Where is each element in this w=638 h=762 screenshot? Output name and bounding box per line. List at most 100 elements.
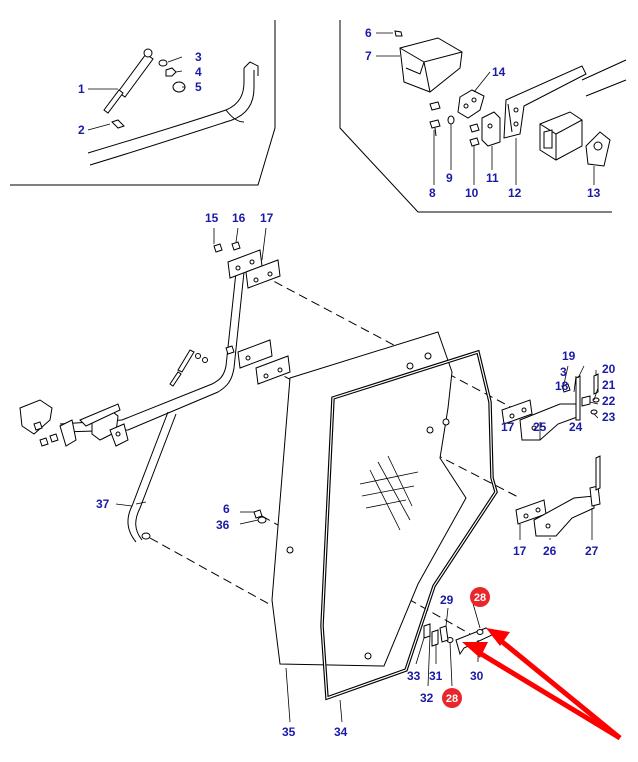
callout-9: 9 bbox=[446, 171, 453, 185]
washer-36 bbox=[257, 516, 267, 524]
plate-14 bbox=[457, 89, 485, 119]
detail-frame-gas-strut: 1 2 3 4 5 bbox=[10, 20, 276, 186]
hinge-17-right-upper bbox=[501, 399, 533, 425]
pin-24 bbox=[575, 375, 581, 421]
washer-3 bbox=[158, 59, 168, 67]
glass-hole-lower-1 bbox=[426, 426, 434, 434]
frame-tube-37 bbox=[59, 271, 245, 543]
callout-15: 15 bbox=[205, 211, 219, 225]
screw-29 bbox=[439, 625, 449, 643]
callout-22: 22 bbox=[602, 394, 616, 408]
callout-21: 21 bbox=[602, 378, 616, 392]
callout-29: 29 bbox=[440, 593, 454, 607]
arrow-to-28-lower-shaft bbox=[476, 649, 622, 741]
callout-24: 24 bbox=[569, 420, 583, 434]
hinge-block-27 bbox=[589, 485, 601, 507]
washer-9 bbox=[447, 115, 455, 125]
washer-28-upper bbox=[476, 629, 484, 635]
pin-27 bbox=[595, 455, 601, 491]
callout-27: 27 bbox=[585, 544, 599, 558]
arrow-to-28-upper-head bbox=[486, 628, 510, 646]
callout-2: 2 bbox=[78, 123, 85, 137]
washer-16 bbox=[231, 241, 241, 251]
cab-pillar-bracket bbox=[243, 61, 259, 76]
latch-cluster-left bbox=[19, 399, 129, 447]
nut-4 bbox=[165, 67, 177, 77]
glass-hole-upper-1 bbox=[406, 362, 414, 370]
hinge-leaf-middle-b bbox=[255, 355, 291, 385]
glass-hole-upper-2 bbox=[424, 352, 432, 360]
detail-frame-border-left bbox=[10, 20, 276, 186]
arrow-to-28-lower-head bbox=[462, 642, 488, 658]
washer-21 bbox=[592, 397, 600, 403]
hinge-plate-25 bbox=[519, 403, 581, 441]
callout-19: 19 bbox=[562, 349, 576, 363]
callout-37: 37 bbox=[96, 497, 110, 511]
callout-14: 14 bbox=[492, 65, 506, 79]
highlight-marker-28-lower: 28 bbox=[442, 688, 462, 708]
callout-5: 5 bbox=[195, 80, 202, 94]
latch-housing bbox=[539, 59, 627, 161]
callout-16: 16 bbox=[232, 211, 246, 225]
callout-10: 10 bbox=[465, 186, 479, 200]
callout-36: 36 bbox=[216, 518, 230, 532]
callout-17-upper: 17 bbox=[260, 211, 274, 225]
callout-30: 30 bbox=[470, 669, 484, 683]
callout-13: 13 bbox=[587, 186, 601, 200]
callout-23: 23 bbox=[602, 410, 616, 424]
tube-end-bushing bbox=[141, 532, 151, 540]
screw-middle bbox=[225, 345, 235, 355]
screw-15 bbox=[213, 243, 223, 253]
door-seal-34 bbox=[320, 349, 498, 701]
callout-6-main: 6 bbox=[223, 502, 230, 516]
arrow-to-28-upper-shaft bbox=[498, 638, 622, 740]
hinge-leaf-middle-a bbox=[237, 339, 273, 369]
washer-22 bbox=[581, 395, 591, 407]
latch-bracket-12 bbox=[503, 65, 587, 139]
nut-23 bbox=[590, 409, 598, 415]
screw-6 bbox=[394, 30, 403, 37]
detail-frame-border-right bbox=[339, 20, 612, 213]
callout-6-top: 6 bbox=[365, 26, 372, 40]
red-pointer-arrows bbox=[462, 628, 622, 741]
striker-11 bbox=[481, 111, 501, 147]
callout-18: 18 bbox=[555, 379, 569, 393]
callout-35: 35 bbox=[282, 725, 296, 739]
bolt-10 bbox=[469, 123, 480, 133]
callout-17-right-upper: 17 bbox=[501, 420, 515, 434]
callout-32: 32 bbox=[420, 691, 434, 705]
callout-1: 1 bbox=[78, 82, 85, 96]
bolt-8 bbox=[429, 119, 441, 137]
callout-17-right-lower: 17 bbox=[513, 544, 527, 558]
main-door-assembly: 15 16 17 19 20 3 18 21 22 23 17 25 24 37… bbox=[19, 211, 622, 741]
detail-frame-latch: 6 7 14 8 9 10 11 12 13 bbox=[339, 20, 627, 213]
strut-small bbox=[169, 349, 208, 387]
screw-18 bbox=[561, 383, 571, 393]
callout-8: 8 bbox=[429, 186, 436, 200]
callout-3-right: 3 bbox=[560, 365, 567, 379]
gas-strut bbox=[103, 48, 154, 129]
callout-12: 12 bbox=[508, 186, 522, 200]
callout-7: 7 bbox=[365, 49, 372, 63]
callout-4: 4 bbox=[195, 65, 202, 79]
glass-hole-lower-2 bbox=[442, 418, 450, 426]
highlight-marker-28-upper: 28 bbox=[470, 587, 490, 607]
cab-pillar-bend bbox=[225, 109, 245, 123]
axis-upper-hinge bbox=[261, 274, 521, 413]
hinge-plate-26 bbox=[533, 495, 595, 537]
callout-26: 26 bbox=[543, 544, 557, 558]
bolt-20 bbox=[593, 373, 599, 395]
spacer-31 bbox=[431, 629, 439, 647]
callout-11: 11 bbox=[486, 171, 499, 185]
callout-20: 20 bbox=[602, 362, 616, 376]
callout-34: 34 bbox=[334, 725, 348, 739]
screw-6-main bbox=[253, 509, 263, 519]
hinge-leaf-17-upper bbox=[245, 259, 281, 289]
callout-28-upper: 28 bbox=[474, 592, 486, 604]
callout-25: 25 bbox=[533, 420, 547, 434]
cover-7 bbox=[399, 37, 463, 93]
bolt-33 bbox=[423, 623, 431, 639]
glass-reflection-hatch bbox=[359, 455, 419, 531]
